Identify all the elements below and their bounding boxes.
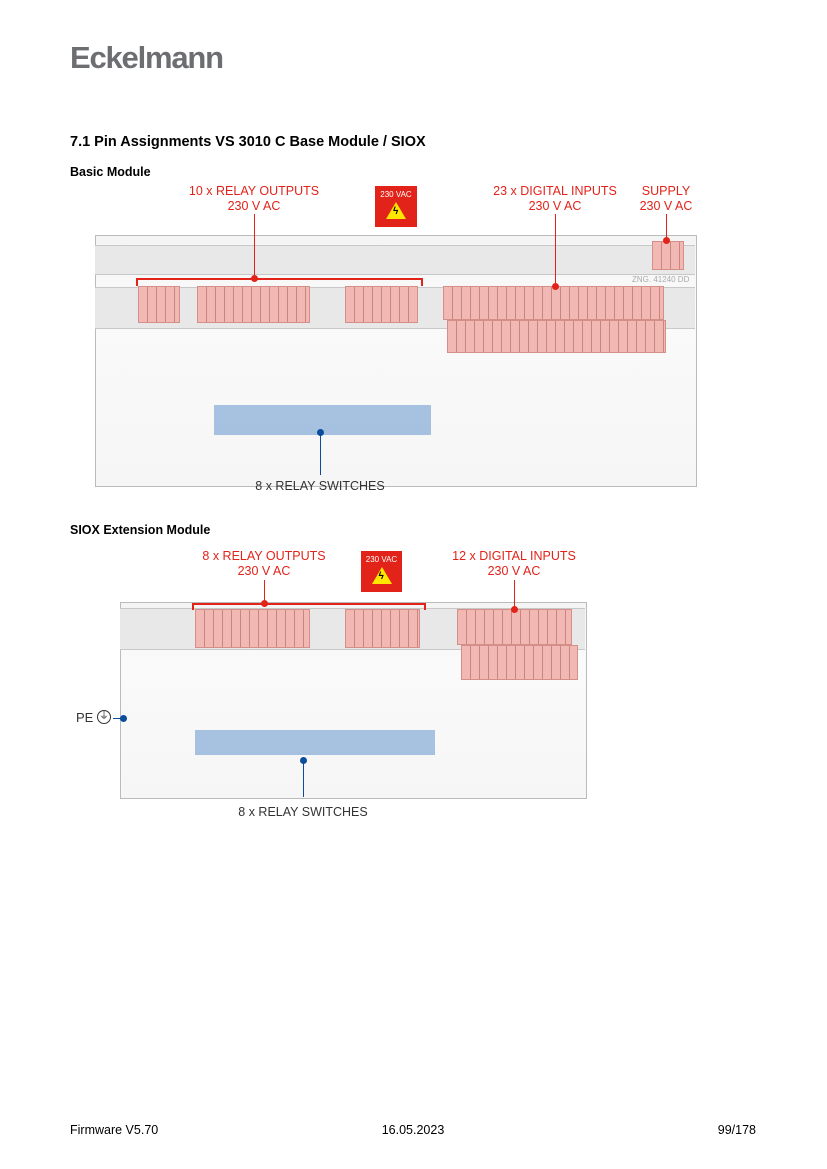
footer-date: 16.05.2023: [381, 1123, 445, 1137]
basic-module-housing: [95, 235, 697, 487]
leader-dot: [511, 606, 518, 613]
leader-dot: [317, 429, 324, 436]
relay-output-terminal: [138, 286, 180, 323]
siox-module-title: SIOX Extension Module: [70, 523, 211, 537]
top-rail: [95, 245, 695, 275]
relay-switches-area: [195, 730, 435, 755]
relay-switches-label: 8 x RELAY SWITCHES: [255, 479, 385, 493]
leader-line: [254, 214, 255, 278]
leader-line: [666, 214, 667, 240]
leader-line: [264, 580, 265, 603]
leader-line: [514, 580, 515, 610]
bracket-end: [136, 278, 138, 286]
leader-dot: [261, 600, 268, 607]
warning-icon: ϟ: [371, 567, 392, 584]
leader-line: [555, 214, 556, 287]
leader-line: [320, 432, 321, 475]
leader-line: [303, 760, 304, 797]
leader-line: [113, 718, 123, 719]
footer-firmware: Firmware V5.70: [70, 1123, 159, 1137]
ground-icon: ⏚: [97, 710, 111, 724]
bracket-end: [192, 603, 194, 610]
leader-dot: [663, 237, 670, 244]
leader-dot: [120, 715, 127, 722]
bracket-end: [424, 603, 426, 610]
footer-page-number: 99/178: [717, 1123, 756, 1137]
section-title: 7.1 Pin Assignments VS 3010 C Base Modul…: [70, 134, 426, 150]
relay-bracket: [192, 603, 426, 605]
digital-input-terminal: [461, 645, 578, 680]
leader-dot: [552, 283, 559, 290]
relay-output-terminal: [345, 609, 420, 648]
supply-terminal: [652, 241, 684, 270]
basic-module-title: Basic Module: [70, 165, 151, 179]
leader-dot: [300, 757, 307, 764]
relay-output-terminal: [345, 286, 418, 323]
digital-input-terminal: [447, 320, 666, 353]
eckelmann-logo: Eckelmann: [70, 40, 224, 75]
relay-output-terminal: [195, 609, 310, 648]
relay-bracket: [136, 278, 423, 280]
warning-icon: ϟ: [386, 202, 406, 219]
digital-input-terminal: [443, 286, 664, 320]
relay-switches-label: 8 x RELAY SWITCHES: [238, 805, 368, 819]
part-number: ZNG. 41240 DD: [632, 275, 690, 284]
relay-output-terminal: [197, 286, 310, 323]
bracket-end: [421, 278, 423, 286]
leader-dot: [251, 275, 258, 282]
digital-input-terminal: [457, 609, 572, 645]
pe-label: PE: [76, 710, 94, 725]
